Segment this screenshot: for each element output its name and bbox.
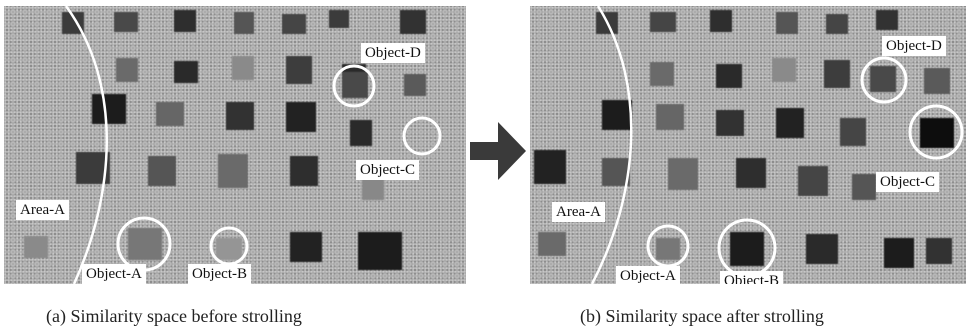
object-scene-b <box>534 6 964 284</box>
object-c-cube <box>920 118 954 148</box>
cube <box>114 12 138 32</box>
object-d-label: Object-D <box>361 43 425 63</box>
cube <box>824 60 850 88</box>
area-a-label: Area-A <box>16 200 69 220</box>
cube <box>736 158 766 188</box>
cube <box>174 61 198 83</box>
cube <box>884 238 914 268</box>
cube <box>776 108 804 138</box>
cube <box>534 150 566 184</box>
object-d-cube <box>342 72 368 98</box>
arrow-right-icon <box>470 122 526 180</box>
caption-b: (b) Similarity space after strolling <box>580 306 824 326</box>
object-d-ring <box>332 64 376 108</box>
cube <box>286 56 312 84</box>
cube <box>826 14 848 34</box>
cube <box>710 10 732 32</box>
cube <box>350 120 372 146</box>
cube <box>156 102 184 126</box>
object-a-label: Object-A <box>82 264 146 284</box>
object-b-label: Object-B <box>720 271 783 284</box>
cube <box>290 156 318 186</box>
object-c-ring <box>908 104 964 160</box>
area-a-boundary <box>590 6 633 284</box>
cube <box>148 156 176 186</box>
cube <box>128 228 162 260</box>
cube <box>602 100 632 130</box>
object-d-ring <box>860 56 908 104</box>
area-a-label: Area-A <box>552 202 605 222</box>
area-a-boundary <box>64 6 108 284</box>
cube <box>116 58 138 82</box>
cube <box>602 158 630 186</box>
cube <box>216 238 242 260</box>
object-b-cube <box>730 232 764 266</box>
cube <box>924 68 950 94</box>
cube <box>538 232 566 256</box>
cube <box>218 154 248 188</box>
cube <box>840 118 866 146</box>
cube <box>174 10 196 32</box>
cube <box>92 94 126 124</box>
cube <box>358 232 402 270</box>
cube <box>329 10 349 28</box>
cube <box>404 74 426 96</box>
object-c-ring <box>402 116 442 156</box>
caption-a: (a) Similarity space before strolling <box>46 306 302 326</box>
cube <box>798 166 828 196</box>
object-d-label: Object-D <box>882 36 946 56</box>
cube <box>650 12 676 32</box>
object-a-label: Object-A <box>616 266 680 284</box>
similarity-space-after: Object-D Object-C Area-A Object-A Object… <box>530 6 966 284</box>
object-a-cube <box>656 238 680 260</box>
object-c-label: Object-C <box>876 172 939 192</box>
cube <box>24 236 48 258</box>
cube <box>650 62 674 86</box>
cube <box>668 158 698 190</box>
cube <box>776 12 798 34</box>
cube <box>62 12 84 34</box>
cube <box>286 102 316 132</box>
cube <box>400 10 426 34</box>
cube <box>876 10 898 30</box>
cube <box>806 234 838 264</box>
object-d-cube <box>870 66 896 92</box>
cube <box>926 238 952 264</box>
similarity-space-before: Object-D Object-C Area-A Object-A Object… <box>4 6 466 284</box>
cube <box>282 14 306 34</box>
cube <box>362 178 384 200</box>
cube <box>234 12 254 34</box>
cube <box>656 104 684 130</box>
cube <box>232 56 254 80</box>
cube <box>716 64 742 88</box>
cube <box>852 174 876 200</box>
cube <box>772 58 796 82</box>
cube <box>716 110 744 136</box>
cube <box>226 102 254 130</box>
cube <box>290 232 322 262</box>
object-c-label: Object-C <box>356 160 419 180</box>
object-b-label: Object-B <box>188 264 251 284</box>
